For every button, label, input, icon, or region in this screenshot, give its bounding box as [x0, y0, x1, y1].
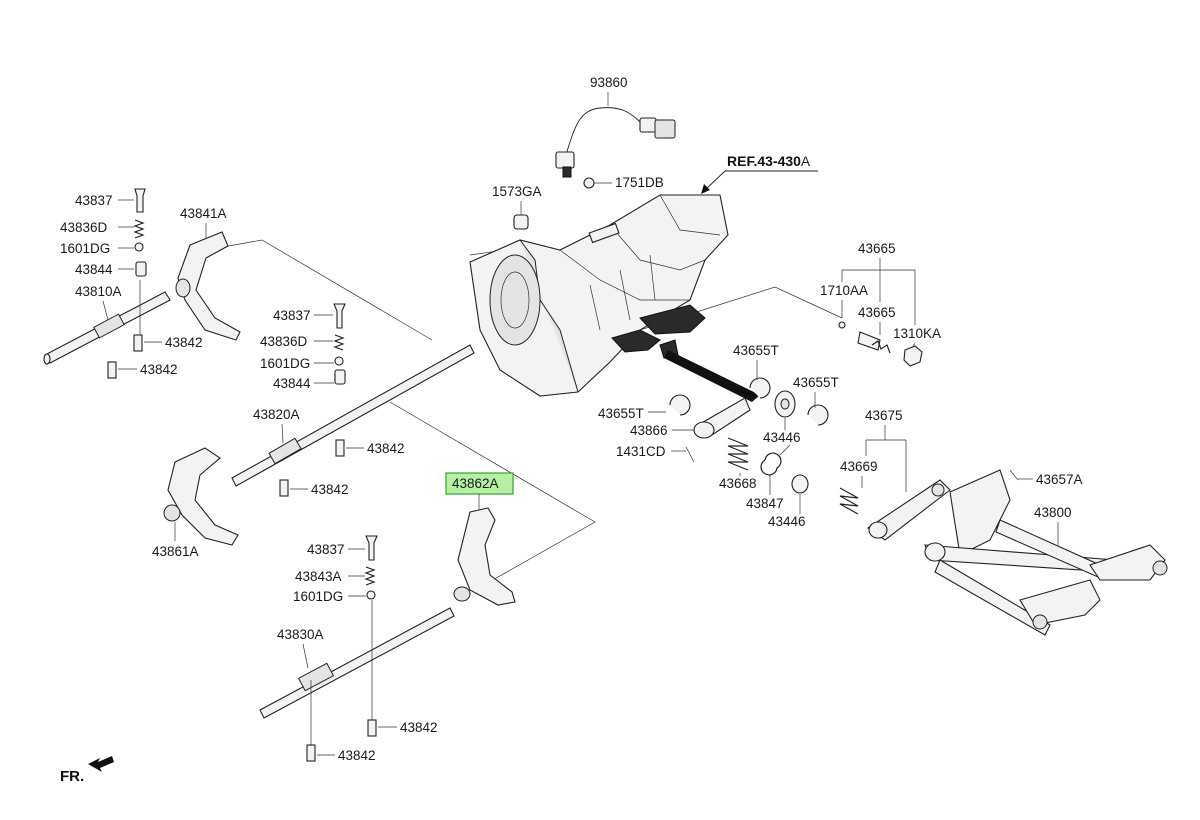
label-43842-c: 43842 [367, 441, 405, 456]
label-1710AA: 1710AA [820, 283, 868, 298]
label-front: FR. [60, 768, 84, 785]
label-43841A: 43841A [180, 206, 227, 221]
label-43842-e: 43842 [400, 720, 438, 735]
label-1601DG-a: 1601DG [60, 241, 110, 256]
shift-rail-43810A [43, 188, 171, 379]
label-43810A: 43810A [75, 284, 122, 299]
label-43836D-a: 43836D [60, 220, 108, 235]
label-1601DG-c: 1601DG [293, 589, 343, 604]
highlight-box-43862A[interactable] [445, 472, 514, 495]
label-43446-b: 43446 [768, 514, 806, 529]
control-linkage [669, 321, 1168, 636]
label-43820A: 43820A [253, 407, 300, 422]
control-shaft-cluster [611, 304, 760, 402]
shift-rail-43830A [259, 535, 455, 762]
label-1573GA: 1573GA [492, 184, 542, 199]
label-43446-a: 43446 [763, 430, 801, 445]
label-1751DB: 1751DB [615, 175, 664, 190]
front-arrow-icon [88, 756, 114, 772]
label-43665-mid: 43665 [858, 305, 896, 320]
label-43842-a: 43842 [165, 335, 203, 350]
label-43665-top: 43665 [858, 241, 896, 256]
label-43830A: 43830A [277, 627, 324, 642]
label-43668: 43668 [719, 476, 757, 491]
shift-fork-43841A [175, 231, 241, 341]
label-43837-b: 43837 [273, 308, 311, 323]
label-43866: 43866 [630, 423, 668, 438]
shift-fork-43862A [453, 507, 516, 606]
label-43862A[interactable]: 43862A [452, 476, 499, 491]
label-43655T-c: 43655T [598, 406, 644, 421]
label-43657A: 43657A [1036, 472, 1083, 487]
label-43837-a: 43837 [75, 193, 113, 208]
label-1310KA: 1310KA [893, 326, 941, 341]
shift-rail-43820A [231, 303, 475, 497]
shift-fork-43861A [163, 447, 239, 546]
label-43843A: 43843A [295, 569, 342, 584]
label-43800: 43800 [1034, 505, 1072, 520]
label-43669: 43669 [840, 459, 878, 474]
label-43837-c: 43837 [307, 542, 345, 557]
label-43861A: 43861A [152, 544, 199, 559]
label-43655T-a: 43655T [733, 343, 779, 358]
label-43842-d: 43842 [311, 482, 349, 497]
label-43847: 43847 [746, 496, 784, 511]
label-43655T-b: 43655T [793, 375, 839, 390]
label-43842-b: 43842 [140, 362, 178, 377]
pointer-arrow [664, 350, 760, 402]
label-1601DG-b: 1601DG [260, 356, 310, 371]
label-43844-a: 43844 [75, 262, 113, 277]
label-ref-43-430A: REF.43-430A [727, 153, 810, 169]
label-43842-f: 43842 [338, 748, 376, 763]
label-43675: 43675 [865, 408, 903, 423]
label-43844-b: 43844 [273, 376, 311, 391]
transmission-case [469, 194, 729, 397]
label-93860: 93860 [590, 75, 628, 90]
callout-labels: 93860 1751DB REF.43-430A 1573GA 43837 43… [60, 75, 1083, 785]
label-43836D-b: 43836D [260, 334, 308, 349]
label-1431CD: 1431CD [616, 444, 666, 459]
